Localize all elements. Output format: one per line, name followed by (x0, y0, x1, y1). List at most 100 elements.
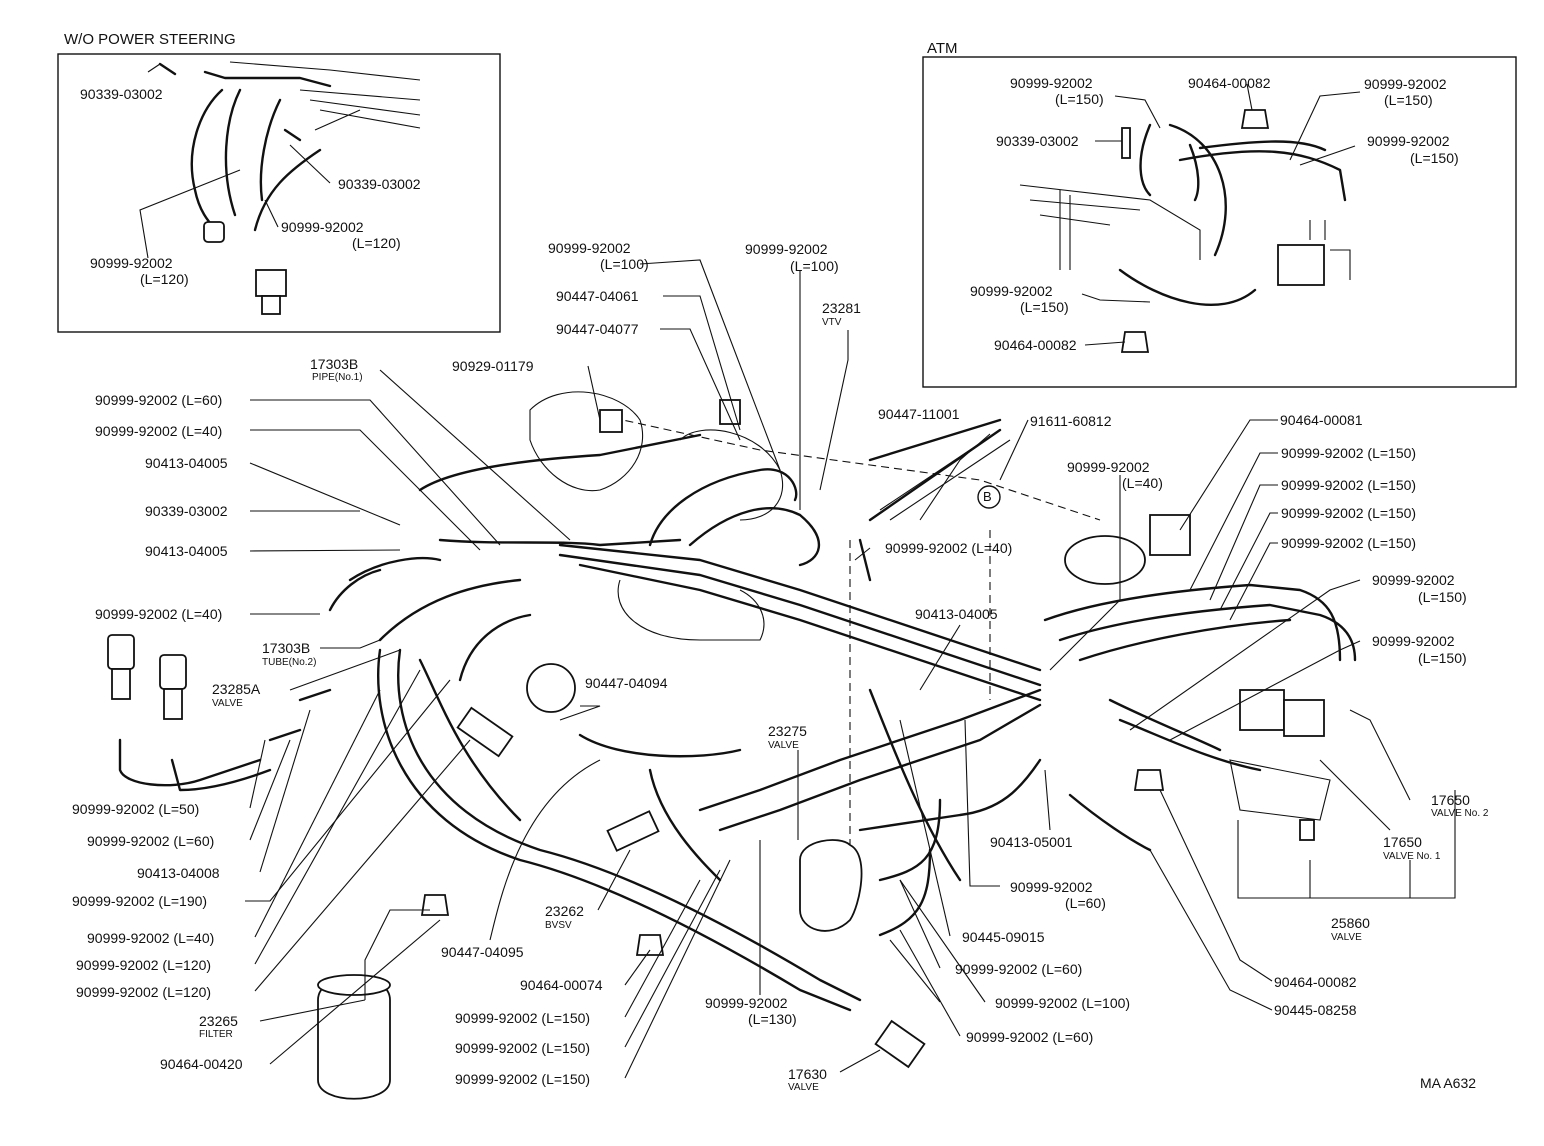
part-label: 90999-92002 (1372, 633, 1455, 649)
part-label: 90999-92002 (L=40) (95, 606, 223, 622)
part-label: 90413-04005 (915, 606, 998, 622)
part-label: 90999-92002 (L=40) (87, 930, 215, 946)
part-label: 90999-92002 (L=150) (455, 1010, 591, 1026)
inset-title-wo-power-steering: W/O POWER STEERING (64, 31, 236, 48)
part-label: 90999-92002 (L=150) (455, 1040, 591, 1056)
part-label: 17303B (310, 356, 359, 372)
part-label: 90999-92002 (1010, 879, 1093, 895)
part-length-label: (L=100) (790, 258, 839, 274)
part-label: 90999-92002 (L=40) (95, 423, 223, 439)
part-label: 90929-01179 (452, 358, 534, 374)
part-label: 91611-60812 (1030, 413, 1112, 429)
part-label: 23262 (545, 903, 584, 919)
part-label: 90999-92002 (970, 283, 1053, 299)
part-label: 90999-92002 (1010, 75, 1093, 91)
leader-lines (139, 63, 1456, 1079)
part-label: 23275 (768, 723, 807, 739)
part-label: 90464-00081 (1280, 412, 1363, 428)
part-label: 90999-92002 (L=60) (87, 833, 215, 849)
part-label: 90445-09015 (962, 929, 1045, 945)
part-length-label: (L=100) (600, 256, 649, 272)
part-length-label: (L=150) (1410, 150, 1459, 166)
part-label: 90999-92002 (L=50) (72, 801, 200, 817)
part-label: 90999-92002 (L=40) (885, 540, 1013, 556)
part-label: 90999-92002 (L=60) (966, 1029, 1094, 1045)
part-label: 90447-04077 (556, 321, 639, 337)
part-label: 17650 (1383, 834, 1422, 850)
part-length-label: (L=150) (1384, 92, 1433, 108)
part-length-label: (L=150) (1055, 91, 1104, 107)
inset-atm-frame (922, 56, 1517, 388)
part-label: 90413-04005 (145, 455, 228, 471)
part-length-label: (L=120) (140, 271, 189, 287)
inset-atm-drawing (1019, 109, 1351, 353)
part-label: 90999-92002 (L=120) (76, 957, 212, 973)
part-label: 90413-04005 (145, 543, 228, 559)
part-label: 17303B (262, 640, 311, 656)
part-sublabel: VTV (822, 317, 842, 328)
part-sublabel: FILTER (199, 1029, 233, 1040)
part-label: 90413-05001 (990, 834, 1073, 850)
part-label: 90445-08258 (1274, 1002, 1357, 1018)
part-label: 90999-92002 (L=60) (955, 961, 1083, 977)
part-label: 90999-92002 (705, 995, 788, 1011)
part-label: 90447-04094 (585, 675, 668, 691)
part-label: 25860 (1331, 915, 1370, 931)
part-label: 90464-00082 (1274, 974, 1357, 990)
callout-b-circle (977, 485, 1001, 509)
inset-wo-power-steering-frame (57, 53, 501, 333)
part-label: 90339-03002 (80, 86, 163, 102)
part-sublabel: VALVE (1331, 932, 1362, 943)
part-label: 23281 (822, 300, 861, 316)
part-length-label: (L=40) (1122, 475, 1163, 491)
part-label: 90999-92002 (L=120) (76, 984, 212, 1000)
part-label: 90999-92002 (1067, 459, 1150, 475)
part-label: 90999-92002 (L=150) (455, 1071, 591, 1087)
part-sublabel: VALVE (768, 740, 799, 751)
part-label: 90999-92002 (L=100) (995, 995, 1131, 1011)
part-sublabel: VALVE (212, 698, 243, 709)
part-label: 90339-03002 (338, 176, 421, 192)
part-label: 90999-92002 (90, 255, 173, 271)
part-length-label: (L=130) (748, 1011, 797, 1027)
part-sublabel: VALVE (788, 1082, 819, 1093)
part-label: 90999-92002 (548, 240, 631, 256)
part-label: 90447-11001 (878, 406, 960, 422)
part-label: 17650 (1431, 792, 1470, 808)
part-sublabel: VALVE No. 1 (1383, 851, 1441, 862)
part-label: 17630 (788, 1066, 827, 1082)
part-length-label: (L=150) (1020, 299, 1069, 315)
inset-title-atm: ATM (927, 40, 958, 57)
part-label: 90999-92002 (L=150) (1281, 505, 1417, 521)
callout-b-letter: B (983, 489, 992, 504)
part-label: 90999-92002 (L=150) (1281, 445, 1417, 461)
part-sublabel: PIPE(No.1) (312, 372, 363, 383)
part-label: 23265 (199, 1013, 238, 1029)
inset-wo-power-steering-drawing (158, 61, 421, 315)
part-length-label: (L=60) (1065, 895, 1106, 911)
drawing-code: MA A632 (1420, 1075, 1477, 1091)
part-length-label: (L=150) (1418, 589, 1467, 605)
part-sublabel: TUBE(No.2) (262, 657, 317, 668)
part-label: 90999-92002 (L=60) (95, 392, 223, 408)
part-label: 90999-92002 (1364, 76, 1447, 92)
part-label: 90464-00082 (994, 337, 1077, 353)
part-sublabel: VALVE No. 2 (1431, 808, 1489, 819)
part-length-label: (L=120) (352, 235, 401, 251)
part-label: 90999-92002 (281, 219, 364, 235)
part-label: 90999-92002 (L=150) (1281, 477, 1417, 493)
part-label: 90999-92002 (L=150) (1281, 535, 1417, 551)
part-label: 90339-03002 (145, 503, 228, 519)
part-label: 90464-00420 (160, 1056, 243, 1072)
part-label: 90999-92002 (L=190) (72, 893, 208, 909)
part-label: 90447-04061 (556, 288, 639, 304)
part-label: 23285A (212, 681, 261, 697)
main-assembly-drawing (107, 391, 1357, 1100)
part-label: 90464-00082 (1188, 75, 1271, 91)
part-label: 90999-92002 (1372, 572, 1455, 588)
part-length-label: (L=150) (1418, 650, 1467, 666)
part-label: 90447-04095 (441, 944, 524, 960)
part-label: 90339-03002 (996, 133, 1079, 149)
